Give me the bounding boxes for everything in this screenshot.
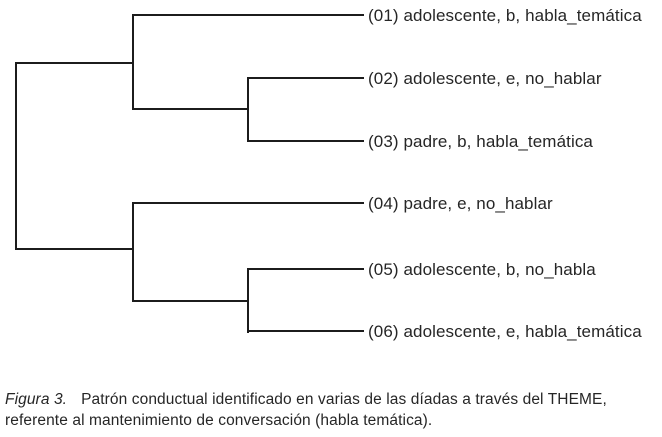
leaf-label-04: (04) padre, e, no_hablar <box>368 193 553 213</box>
tree-line-leaf-01 <box>132 14 364 16</box>
tree-line-bottom-inner-connector <box>132 300 249 302</box>
leaf-label-03: (03) padre, b, habla_temática <box>368 131 593 151</box>
figure-caption-line2: referente al mantenimiento de conversaci… <box>5 411 433 429</box>
figure-caption: Figura 3. Patrón conductual identificado … <box>5 390 660 431</box>
tree-line-top-cluster-vertical <box>132 14 134 110</box>
tree-line-root-top-horizontal <box>15 62 134 64</box>
leaf-label-02: (02) adolescente, e, no_hablar <box>368 68 602 88</box>
tree-line-leaf-05 <box>247 268 364 270</box>
figure-caption-line1: Figura 3. Patrón conductual identificado … <box>5 390 660 411</box>
tree-line-leaf-02 <box>247 77 364 79</box>
tree-line-root-vertical <box>15 62 17 250</box>
tree-line-top-inner-connector <box>132 108 249 110</box>
leaf-label-01: (01) adolescente, b, habla_temática <box>368 5 642 25</box>
tree-line-leaf-03 <box>247 140 364 142</box>
leaf-label-05: (05) adolescente, b, no_habla <box>368 259 596 279</box>
tree-line-root-bottom-horizontal <box>15 248 134 250</box>
figure-caption-number: Figura 3. <box>5 391 68 408</box>
tree-line-leaf-04 <box>132 202 364 204</box>
tree-line-bottom-cluster-vertical <box>132 202 134 302</box>
leaf-label-06: (06) adolescente, e, habla_temática <box>368 321 642 341</box>
tree-line-leaf-06 <box>247 330 364 332</box>
tree-line-top-inner-vertical <box>247 77 249 142</box>
figure-caption-text1: Patrón conductual identificado en varias… <box>81 391 607 408</box>
tree-line-bottom-inner-vertical <box>247 268 249 333</box>
